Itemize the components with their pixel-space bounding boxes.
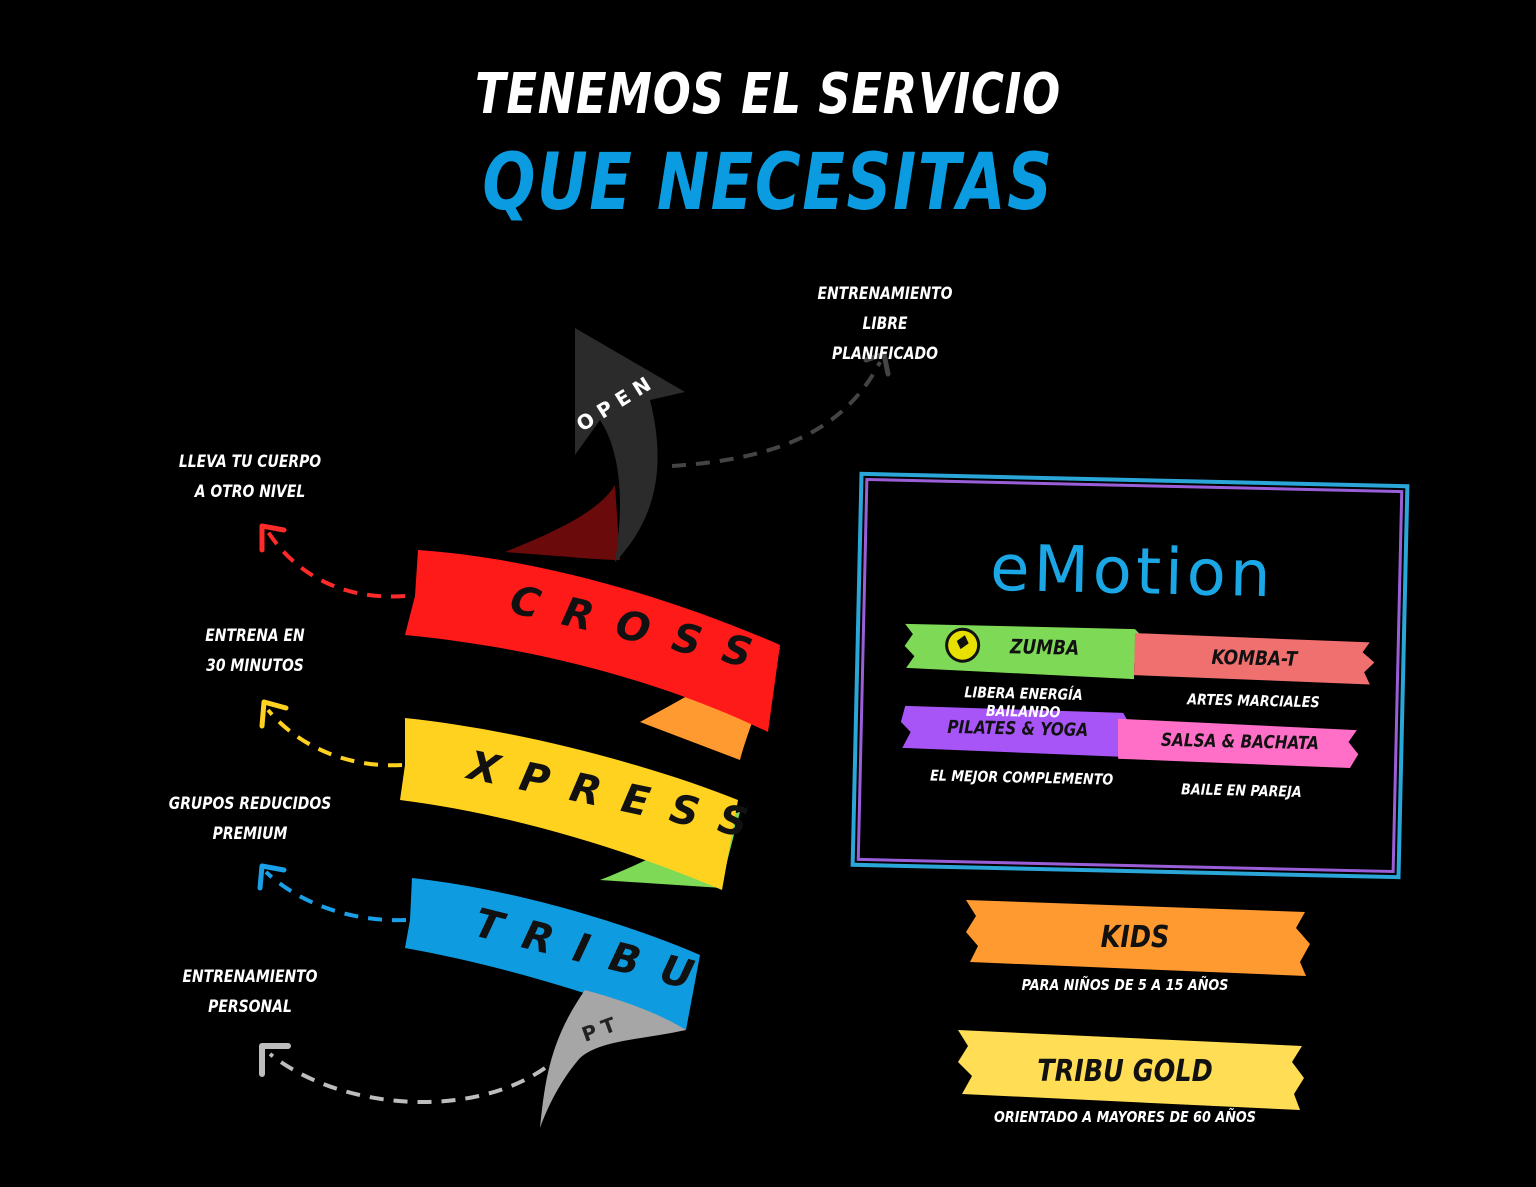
emotion-tapes — [900, 623, 1375, 769]
kombat-caption: ARTES MARCIALES — [1187, 690, 1320, 712]
xpress-band — [400, 718, 738, 890]
salsa-caption: BAILE EN PAREJA — [1180, 780, 1302, 801]
open-arrowhead-icon — [863, 351, 891, 377]
tribu-gold-label: TRIBU GOLD — [1037, 1054, 1213, 1089]
pt-tail — [540, 990, 686, 1128]
page-title: TENEMOS EL SERVICIO — [474, 62, 1062, 127]
zumba-label: ZUMBA — [1009, 634, 1080, 660]
open-arrow — [575, 328, 685, 562]
cross-arrowhead-icon — [259, 523, 287, 553]
pt-arrowhead-icon — [259, 1043, 291, 1077]
kids-caption: PARA NIÑOS DE 5 A 15 AÑOS — [1021, 976, 1229, 994]
xpress-arrowhead-icon — [259, 699, 289, 729]
salsa-label: SALSA & BACHATA — [1160, 729, 1320, 755]
open-connector — [671, 361, 882, 468]
pilates-tape — [900, 705, 1129, 757]
tribu-arrowhead-icon — [257, 863, 287, 891]
kids-label: KIDS — [1100, 920, 1170, 955]
cross-connector — [266, 530, 406, 599]
kombat-label: KOMBA-T — [1211, 644, 1298, 671]
page-subtitle: QUE NECESITAS — [482, 138, 1054, 228]
emotion-panel: eMotion ZUMBA LIBERA ENERGÍA BAILANDO KO… — [850, 471, 1410, 880]
cross-band — [405, 550, 780, 732]
tribu-connector — [264, 870, 407, 923]
kombat-tape — [1134, 633, 1375, 685]
tribu-gold-caption: ORIENTADO A MAYORES DE 60 AÑOS — [994, 1108, 1256, 1126]
pt-connector — [268, 1052, 547, 1104]
tribu-band — [405, 878, 700, 1030]
ribbon-twist-dark — [505, 485, 620, 560]
salsa-tape — [1118, 718, 1359, 769]
xpress-connector — [266, 708, 403, 768]
pilates-label: PILATES & YOGA — [947, 716, 1089, 742]
